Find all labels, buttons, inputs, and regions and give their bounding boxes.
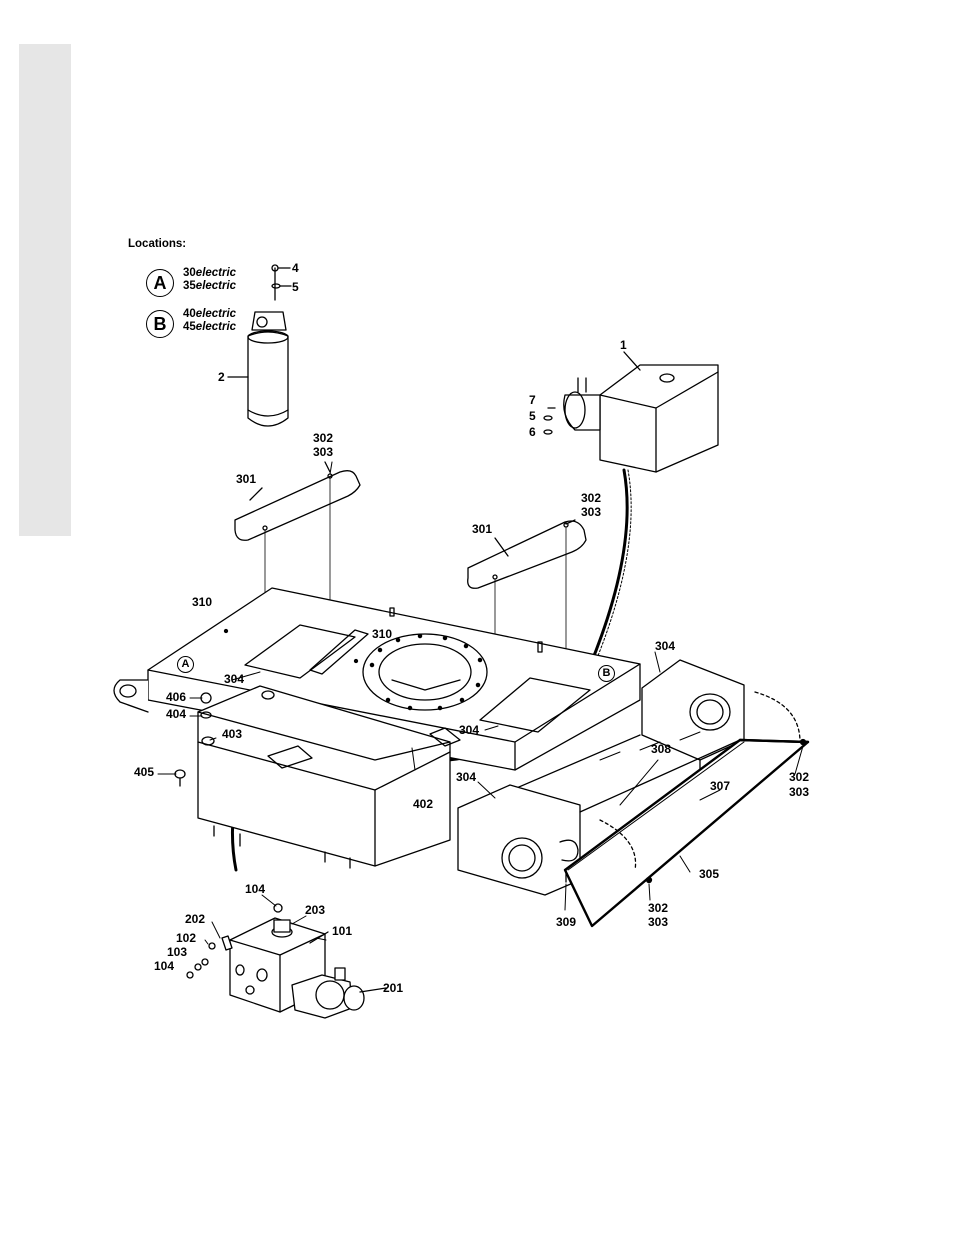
part-label: 203 <box>305 904 325 917</box>
part-label: 202 <box>185 913 205 926</box>
model-number: 30 <box>183 267 196 279</box>
model-number: 40 <box>183 308 196 320</box>
part-label: 307 <box>710 780 730 793</box>
location-b-models: 40electric 45electric <box>183 308 236 334</box>
part-label: 308 <box>651 743 671 756</box>
valve-block <box>187 904 386 1018</box>
part-label: 104 <box>154 960 174 973</box>
part-label: 303 <box>313 446 333 459</box>
location-marker-a: A <box>177 656 194 673</box>
location-a-models: 30electric 35electric <box>183 267 236 293</box>
part-label: 304 <box>655 640 675 653</box>
part-label: 305 <box>699 868 719 881</box>
part-label: 304 <box>456 771 476 784</box>
location-b-badge: B <box>146 310 174 338</box>
part-label: 5 <box>529 410 536 423</box>
part-label: 402 <box>413 798 433 811</box>
part-label: 7 <box>529 394 536 407</box>
model-suffix: electric <box>196 321 236 333</box>
part-label: 309 <box>556 916 576 929</box>
part-label: 102 <box>176 932 196 945</box>
model-suffix: electric <box>196 280 236 292</box>
model-suffix: electric <box>196 308 236 320</box>
part-label: 201 <box>383 982 403 995</box>
locations-title: Locations: <box>128 238 186 250</box>
filter-assembly <box>228 265 291 426</box>
part-label: 302 <box>789 771 809 784</box>
location-a-badge: A <box>146 269 174 297</box>
location-marker-b: B <box>598 665 615 682</box>
part-label: 101 <box>332 925 352 938</box>
model-suffix: electric <box>196 267 236 279</box>
part-label: 302 <box>648 902 668 915</box>
part-label: 302 <box>581 492 601 505</box>
part-label: 303 <box>789 786 809 799</box>
part-label: 6 <box>529 426 536 439</box>
part-label: 403 <box>222 728 242 741</box>
model-number: 45 <box>183 321 196 333</box>
part-label: 1 <box>620 339 627 352</box>
part-label: 304 <box>459 724 479 737</box>
part-label: 404 <box>166 708 186 721</box>
part-label: 301 <box>236 473 256 486</box>
part-label: 406 <box>166 691 186 704</box>
hydraulic-tank <box>544 352 718 472</box>
part-label: 304 <box>224 673 244 686</box>
part-label: 302 <box>313 432 333 445</box>
model-number: 35 <box>183 280 196 292</box>
part-label: 103 <box>167 946 187 959</box>
part-label: 4 <box>292 262 299 275</box>
part-label: 310 <box>372 628 392 641</box>
part-label: 405 <box>134 766 154 779</box>
part-label: 301 <box>472 523 492 536</box>
part-label: 303 <box>581 506 601 519</box>
part-label: 5 <box>292 281 299 294</box>
part-label: 2 <box>218 371 225 384</box>
part-label: 104 <box>245 883 265 896</box>
part-label: 310 <box>192 596 212 609</box>
part-label: 303 <box>648 916 668 929</box>
